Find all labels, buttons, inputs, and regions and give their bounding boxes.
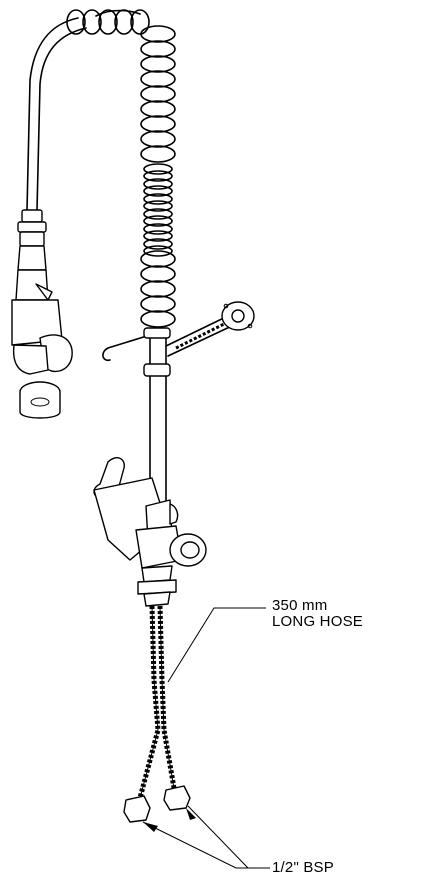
coil-loop: [143, 170, 173, 182]
coil-loop: [140, 250, 176, 268]
braided-hose-left-core: [139, 605, 159, 799]
coil-top-bend: [95, 9, 141, 17]
coil-loop: [140, 295, 176, 313]
coil-loop: [140, 100, 176, 118]
coil-loop: [140, 40, 176, 58]
coil-loop: [140, 265, 176, 283]
braided-hoses: [137, 605, 177, 799]
coil-loop: [98, 9, 118, 35]
arrow-right-connector: [186, 808, 196, 820]
coil-loop: [140, 115, 176, 133]
arrow-left-connector: [143, 822, 158, 832]
coil-loop: [143, 200, 173, 212]
coil-loop: [140, 70, 176, 88]
coil-loop: [140, 85, 176, 103]
braided-hose-right-core: [159, 605, 175, 789]
coil-loop: [140, 25, 176, 43]
coil-loop: [143, 193, 173, 205]
coil-loop: [140, 145, 176, 163]
coil-loop: [143, 230, 173, 242]
braided-hose-right: [157, 605, 177, 789]
coil-loop: [143, 223, 173, 235]
coil-loop: [82, 9, 102, 35]
hose-length-line2: LONG HOSE: [272, 613, 363, 630]
connection-size-label: 1/2" BSP: [272, 859, 334, 876]
leader-lines: [142, 607, 270, 869]
coil-loop: [140, 280, 176, 298]
wall-bracket: [102, 301, 255, 377]
spring-coil: [66, 9, 176, 328]
coil-loop: [143, 208, 173, 220]
coil-loop: [66, 9, 86, 35]
coil-loop: [143, 178, 173, 190]
coil-loop: [143, 238, 173, 250]
coil-loop: [140, 130, 176, 148]
coil-loop: [143, 215, 173, 227]
coil-loop: [130, 9, 150, 35]
coil-loop: [143, 185, 173, 197]
coil-loop: [140, 55, 176, 73]
coil-loop: [143, 163, 173, 175]
coil-loop: [143, 245, 173, 257]
riser-tube: [149, 329, 167, 506]
spray-valve: [11, 209, 73, 419]
hose-length-label: 350 mm LONG HOSE: [272, 598, 363, 630]
flex-hose: [26, 17, 87, 211]
hex-connectors: [123, 785, 191, 823]
mixer-body: [93, 457, 207, 607]
coil-loop: [140, 310, 176, 328]
hose-length-line1: 350 mm: [272, 597, 328, 614]
